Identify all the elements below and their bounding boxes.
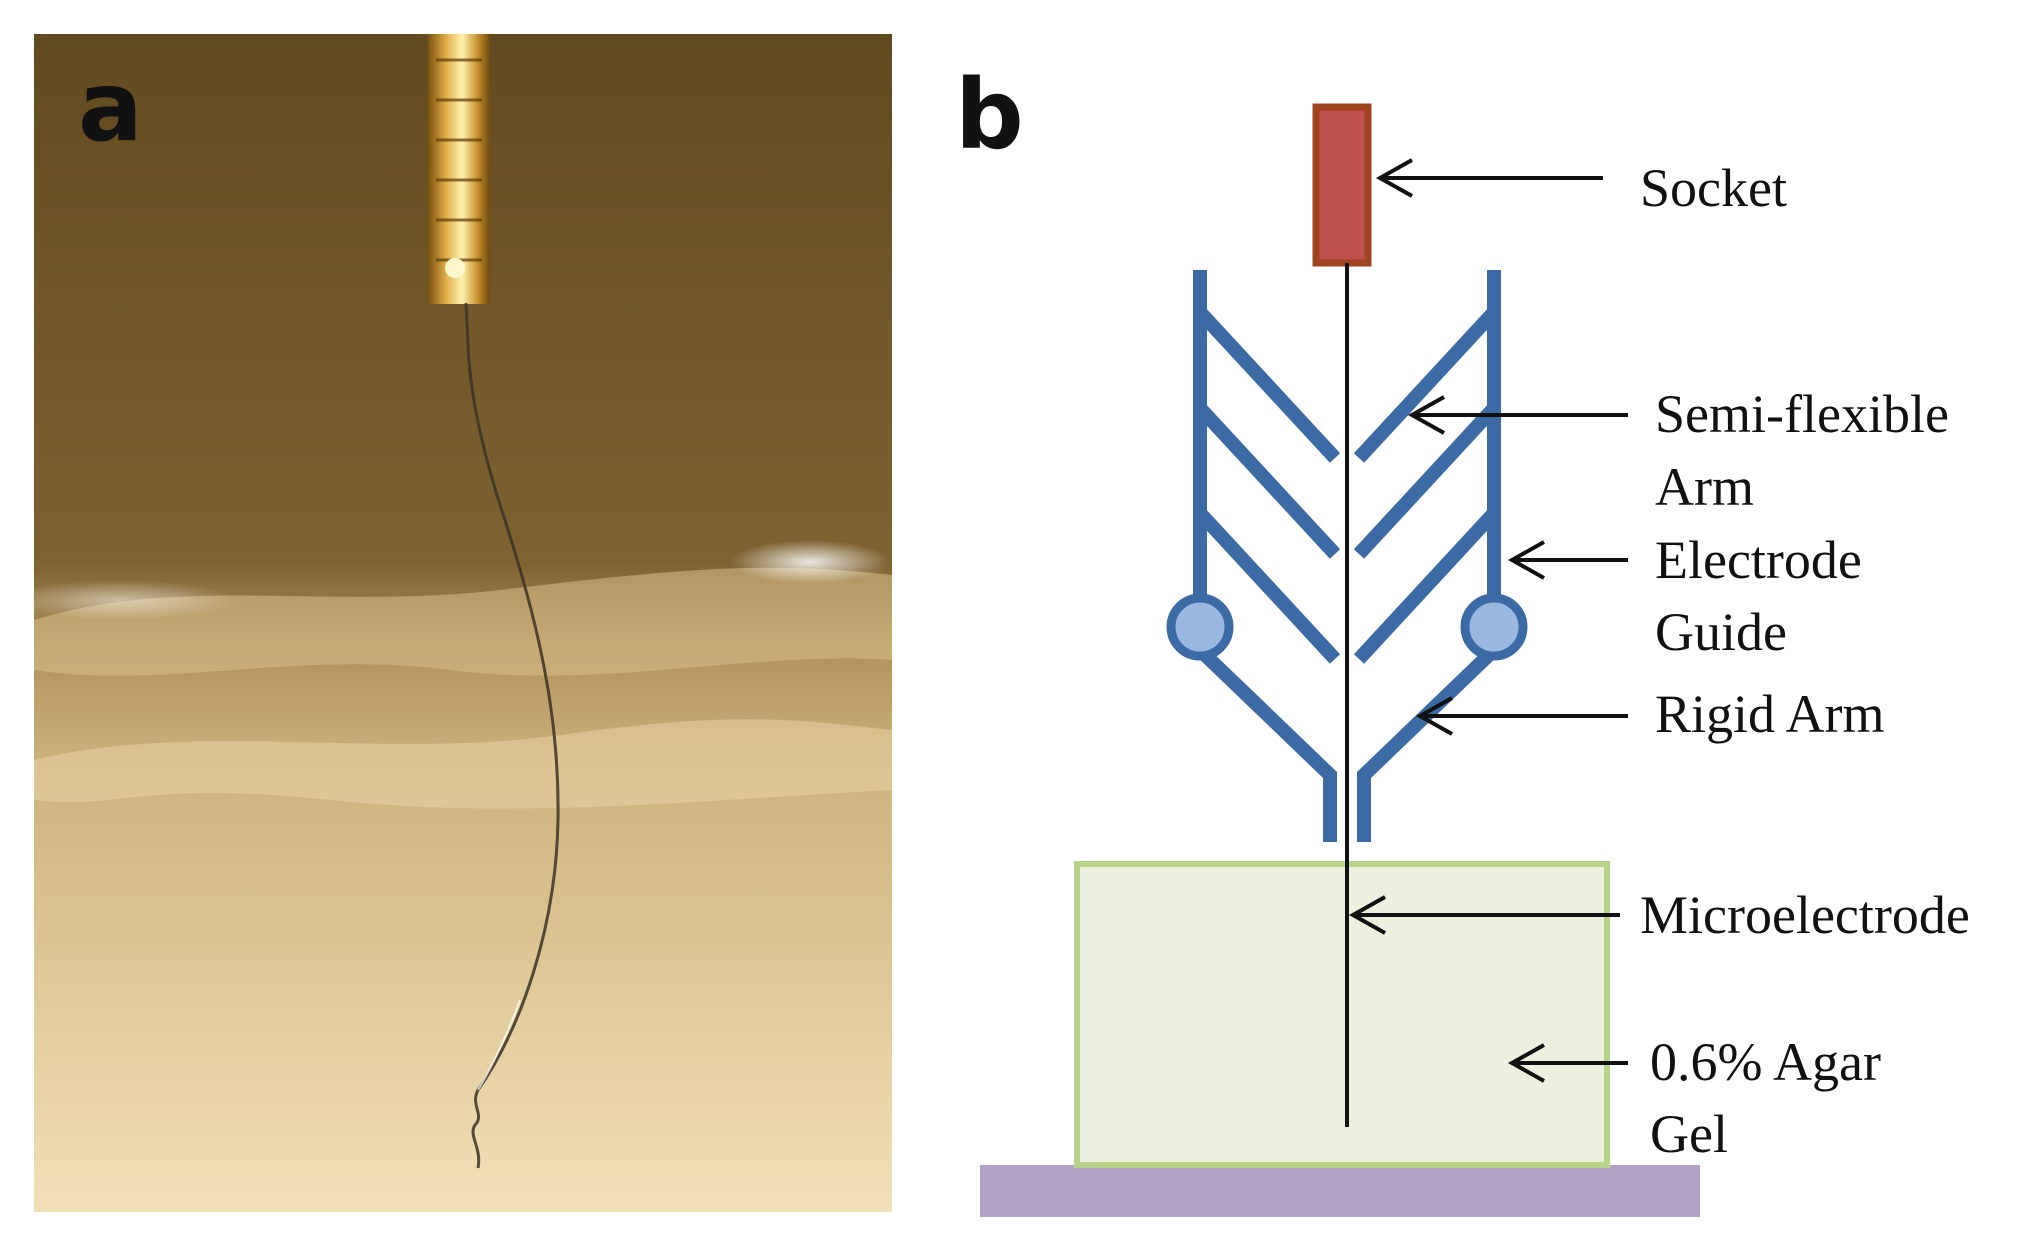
socket-arrow [1375, 158, 1603, 198]
label-socket: Socket [1640, 158, 1787, 218]
label-microelectrode: Microelectrode [1640, 885, 1970, 945]
rigid-arm-arrow [1415, 696, 1628, 736]
label-agar-gel-line1: 0.6% Agar [1650, 1032, 1881, 1092]
panel-a: a [34, 34, 892, 1212]
semi-flexible-arm [1194, 403, 1341, 559]
electrode-guide-arrow [1507, 540, 1628, 580]
label-electrode-guide-line1: Electrode [1655, 530, 1862, 590]
callout-arrows [1348, 158, 1628, 1083]
semi-flexible-arm [1353, 403, 1500, 559]
panel-b-letter: b [955, 59, 1024, 171]
agar-gel [1074, 861, 1610, 1168]
label-semi-flexible-arm-line2: Arm [1655, 457, 1754, 517]
semi-flexible-arm [1353, 508, 1500, 664]
label-rigid-arm: Rigid Arm [1655, 684, 1885, 744]
microelectrode-wire [464, 302, 560, 1169]
photo-glare [730, 540, 890, 584]
photo-reflection-band [34, 567, 892, 676]
label-semi-flexible-arm-line1: Semi-flexible [1655, 384, 1949, 444]
agar-gel-arrow [1507, 1043, 1628, 1083]
semi-flexible-arm-arrow [1407, 395, 1628, 435]
base-plate [980, 1165, 1700, 1217]
panel-b: b [955, 59, 1970, 1217]
label-electrode-guide-line2: Guide [1655, 602, 1787, 662]
rigid-arm [1193, 630, 1337, 842]
panel-a-letter: a [78, 51, 143, 163]
microelectrode-arrow [1348, 895, 1620, 935]
microelectrode-wire-highlight [477, 999, 521, 1091]
photo-reflection-band [34, 719, 892, 809]
electrode-guide-joint [1166, 593, 1234, 661]
semi-flexible-arm [1194, 508, 1341, 664]
photo [34, 34, 892, 1212]
connector-highlight [445, 258, 465, 278]
socket [1312, 103, 1372, 267]
semi-flexible-arm [1353, 307, 1500, 463]
connector-pins [436, 58, 482, 262]
semi-flexible-arm [1194, 307, 1341, 463]
photo-glare [34, 580, 240, 620]
label-agar-gel-line2: Gel [1650, 1104, 1728, 1164]
electrode-guide-joint [1460, 593, 1528, 661]
rigid-arm [1357, 630, 1501, 842]
